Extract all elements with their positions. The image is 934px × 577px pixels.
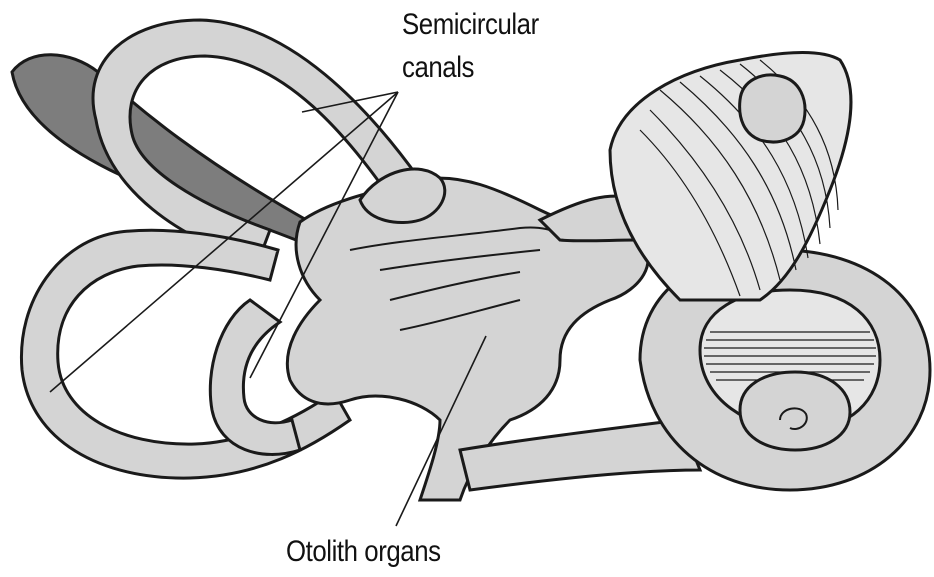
ampulla [360, 169, 445, 222]
cochlea-apex [740, 372, 850, 450]
lateral-semicircular-canal [210, 300, 300, 454]
label-semicircular-canals-line2: canals [402, 51, 474, 85]
label-otolith-organs: Otolith organs [286, 535, 441, 569]
nerve-cut-end [740, 75, 805, 142]
label-semicircular-canals-line1: Semicircular [402, 8, 539, 42]
